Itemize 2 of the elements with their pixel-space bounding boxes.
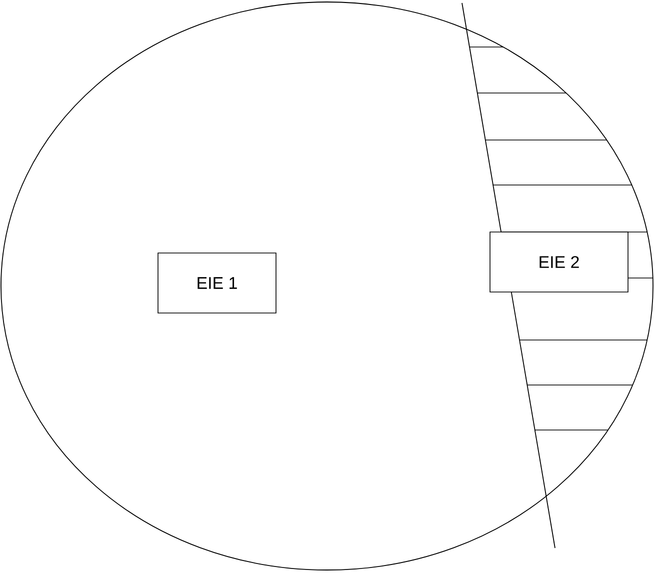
label-box: EIE 1: [158, 252, 276, 314]
label-box: EIE 2: [490, 232, 628, 292]
